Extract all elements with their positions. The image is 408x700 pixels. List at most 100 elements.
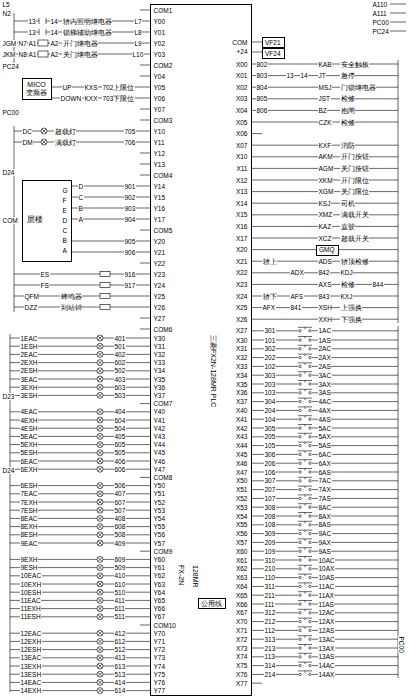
- lamp-cross: [98, 590, 102, 594]
- wire-number: 209: [264, 539, 276, 546]
- signal-label: 直驶: [340, 223, 355, 230]
- lamp-cross: [98, 451, 102, 455]
- signal-label: 开门限位: [340, 177, 369, 184]
- signal-label: AGM: [318, 165, 334, 172]
- lamp-label: 10EXH: [20, 581, 42, 588]
- terminal-label: X43: [235, 433, 248, 440]
- lamp-symbol: [97, 491, 103, 497]
- terminal-label: X14: [235, 200, 248, 207]
- coil-symbol: [38, 51, 48, 57]
- terminal-label: X65: [235, 592, 248, 599]
- button-contact: [309, 339, 311, 341]
- button-contact: [309, 612, 311, 614]
- signal-label: 13: [28, 29, 36, 36]
- wire-stub: [140, 477, 150, 478]
- button-contact: [309, 673, 311, 675]
- lamp-cross: [98, 500, 102, 504]
- signal-label: F: [62, 197, 67, 204]
- button-contact: [309, 365, 311, 367]
- terminal-label: Y36: [153, 384, 166, 391]
- lamp-symbol: [97, 638, 103, 644]
- terminal-label: COM6: [153, 326, 173, 333]
- button-gap: [298, 559, 312, 562]
- button-gap: [298, 347, 312, 350]
- button-contact: [309, 568, 311, 570]
- button-gap: [298, 453, 312, 456]
- button-contact: [309, 603, 311, 605]
- button-gap: [298, 567, 312, 570]
- signal-label: 906: [124, 249, 136, 256]
- terminal-label: +24: [236, 48, 248, 55]
- wire-stub: [140, 329, 150, 330]
- wire-number: 105: [264, 442, 276, 449]
- lamp-cross: [98, 418, 102, 422]
- lamp-symbol: [97, 392, 103, 398]
- lamp-cross: [98, 393, 102, 397]
- wire-number: 113: [264, 653, 275, 660]
- button-gap: [298, 471, 312, 474]
- signal-label: 急停: [340, 72, 355, 79]
- button-contact: [299, 383, 301, 385]
- terminal-label: X61: [235, 557, 248, 564]
- signal-label: G: [62, 187, 68, 194]
- terminal-label: COM4: [153, 172, 173, 179]
- button-gap: [298, 479, 312, 482]
- box-text: 三菱FX2N-128MR PLC: [209, 335, 217, 407]
- button-label: 8AX: [318, 513, 331, 520]
- wire-stub: [140, 625, 150, 626]
- button-contact: [299, 418, 301, 420]
- wire: [70, 252, 150, 253]
- button-gap: [298, 506, 312, 509]
- signal-label: BZ: [318, 107, 327, 114]
- lamp-symbol: [97, 433, 103, 439]
- terminal-label: X22: [235, 269, 248, 276]
- lamp-symbol: [97, 442, 103, 448]
- lamp-symbol: [97, 679, 103, 685]
- lamp-cross: [98, 344, 102, 348]
- lamp-symbol: [97, 351, 103, 357]
- wire-number: 204: [264, 407, 276, 414]
- terminal-label: X72: [235, 636, 248, 643]
- lamp-symbol: [97, 376, 103, 382]
- wire-number: 508: [114, 531, 126, 538]
- button-symbol: [305, 495, 306, 497]
- button-gap: [298, 444, 312, 447]
- lamp-symbol: [97, 466, 103, 472]
- button-symbol: [305, 574, 306, 576]
- lamp-symbol: [97, 343, 103, 349]
- signal-label: MSJ: [318, 84, 332, 91]
- terminal-label: X55: [235, 521, 248, 528]
- terminal-label: Y22: [153, 260, 166, 267]
- lamp-cross: [98, 336, 102, 340]
- button-contact: [299, 664, 301, 666]
- terminal-label: COM5: [153, 227, 173, 234]
- wire-number: 413: [114, 654, 126, 661]
- terminal-label: X53: [235, 504, 248, 511]
- button-contact: [299, 585, 301, 587]
- signal-label: 蜂鸣器: [60, 293, 82, 300]
- wire-number: 408: [114, 515, 126, 522]
- signal-label: L8: [134, 29, 142, 36]
- button-symbol: [305, 539, 306, 541]
- terminal-label: X36: [235, 389, 248, 396]
- lamp-label: 11EXH: [20, 605, 41, 612]
- box-text: 128MR: [191, 565, 199, 588]
- button-contact: [299, 365, 301, 367]
- button-gap: [298, 523, 312, 526]
- lamp-cross: [98, 541, 102, 545]
- lamp-symbol: [97, 450, 103, 456]
- wire-number: 109: [264, 548, 276, 555]
- wire-number: 101: [264, 337, 276, 344]
- coil-symbol: [38, 40, 48, 46]
- signal-label: A110: [372, 1, 388, 8]
- signal-label: JST: [318, 95, 331, 102]
- signal-label: 上强换: [340, 304, 362, 311]
- terminal-label: X57: [235, 539, 248, 546]
- signal-label: 安全触板: [340, 61, 369, 68]
- button-label: 9AS: [318, 548, 331, 555]
- signal-label: A2: [50, 51, 59, 58]
- button-contact: [299, 348, 301, 350]
- signal-label: XXH: [318, 316, 332, 323]
- signal-label: 843: [318, 293, 330, 300]
- lamp-label: 5EAC: [20, 433, 38, 440]
